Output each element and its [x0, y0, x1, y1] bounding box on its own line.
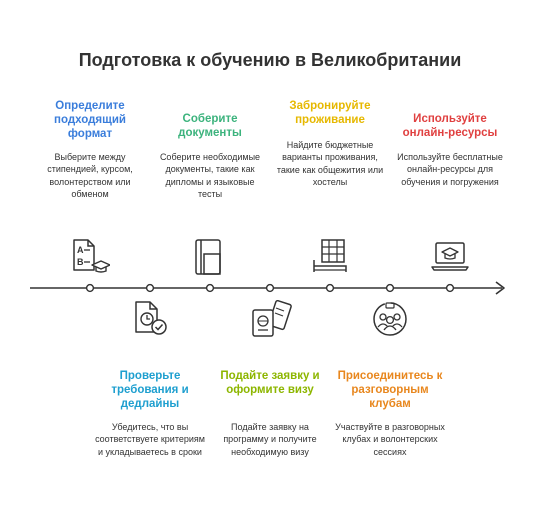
step-6-desc: Участвуйте в разговорных клубах и волонт… [335, 422, 445, 457]
step-3-desc: Соберите необходимые документы, такие ка… [159, 152, 261, 199]
step-2-title: Проверьте требования и дедлайны [111, 370, 189, 410]
step-2-desc: Убедитесь, что вы соответствуете критери… [95, 422, 205, 457]
ab-grad-cap-icon: A B [73, 239, 110, 273]
document-clock-icon [135, 301, 167, 335]
laptop-grad-cap-icon [431, 242, 469, 271]
step-7-title: Используйте онлайн-ресурсы [402, 113, 498, 139]
step-7-desc: Используйте бесплатные онлайн-ресурсы дл… [397, 152, 503, 187]
step-5-title: Забронируйте проживание [289, 100, 371, 126]
step-4-desc: Подайте заявку на программу и получите н… [223, 422, 317, 457]
passport-ticket-icon [252, 300, 292, 337]
step-3-title: Соберите документы [178, 113, 242, 139]
svg-text:A: A [77, 245, 84, 255]
diagram-title: Подготовка к обучению в Великобритании [78, 50, 462, 70]
step-4-title: Подайте заявку и оформите визу [220, 370, 320, 396]
timeline-node-3 [205, 283, 215, 293]
timeline-node-2 [145, 283, 155, 293]
step-6-title: Присоединитесь к разговорным клубам [337, 370, 443, 410]
step-5-desc: Найдите бюджетные варианты проживания, т… [276, 140, 384, 187]
dormitory-bed-icon [313, 239, 347, 272]
step-1-desc: Выберите между стипендией, курсом, волон… [47, 152, 133, 199]
timeline-node-7 [445, 283, 455, 293]
timeline-node-5 [325, 283, 335, 293]
timeline-arrowhead [495, 281, 505, 295]
folder-icon [195, 239, 221, 275]
timeline-node-1 [85, 283, 95, 293]
timeline-node-4 [265, 283, 275, 293]
step-1-title: Определите подходящий формат [54, 100, 126, 140]
group-chat-icon [373, 302, 407, 336]
svg-text:B: B [77, 257, 84, 267]
timeline-node-6 [385, 283, 395, 293]
